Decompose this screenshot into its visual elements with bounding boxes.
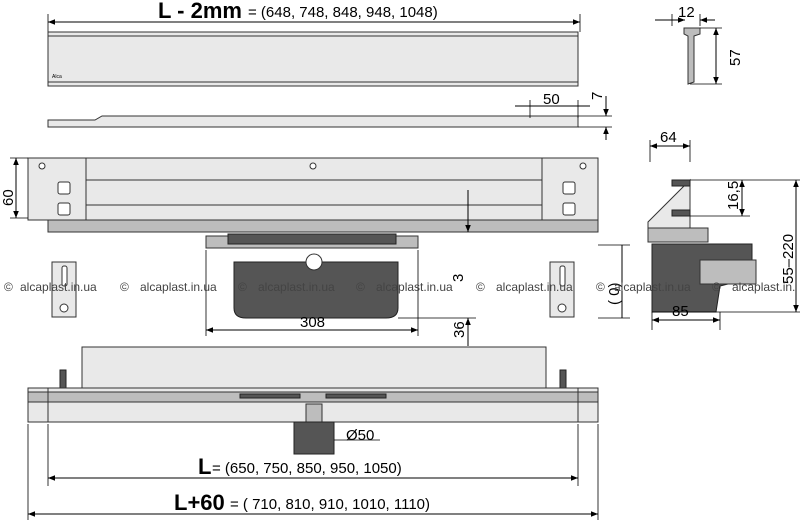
watermark-text-7: alcaplast.in. <box>732 280 795 294</box>
right-bracket <box>549 261 575 318</box>
dimension-57: 57 <box>727 49 744 66</box>
watermark-text-6: alcaplast.in.ua <box>614 280 691 294</box>
small-profile-section <box>655 14 722 85</box>
dimension-60: 60 <box>0 189 17 206</box>
watermark-row: © alcaplast.in.ua © alcaplast.in.ua © al… <box>4 280 795 294</box>
watermark-copyright-1: © <box>4 280 13 294</box>
cross-section <box>647 140 800 330</box>
dimension-55-220: 55–220 <box>780 234 797 284</box>
channel-body <box>27 157 599 233</box>
watermark-copyright-3: © <box>238 280 247 294</box>
bottom-length-label: L <box>198 454 211 479</box>
dimension-36: 36 <box>451 321 468 338</box>
top-cover-plate: Alca <box>47 14 581 87</box>
watermark-text-2: alcaplast.in.ua <box>140 280 217 294</box>
dimension-3: 3 <box>450 274 467 282</box>
watermark-copyright-4: © <box>356 280 365 294</box>
bottom-assembly <box>27 346 599 455</box>
siphon-body <box>205 233 419 319</box>
outlet-diameter: Ø50 <box>346 427 374 444</box>
top-length-label: L - 2mm <box>158 0 242 23</box>
dimension-0: ( 0) <box>606 282 623 305</box>
watermark-text-1: alcaplast.in.ua <box>20 280 97 294</box>
watermark-text-3: alcaplast.in.ua <box>258 280 335 294</box>
brand-logo: Alca <box>52 74 62 80</box>
watermark-text-4: alcaplast.in.ua <box>376 280 453 294</box>
cover-plate-front <box>47 31 579 87</box>
watermark-copyright-6: © <box>596 280 605 294</box>
watermark-copyright-7: © <box>712 280 721 294</box>
watermark-text-5: alcaplast.in.ua <box>496 280 573 294</box>
watermark-copyright-2: © <box>120 280 129 294</box>
dimension-64: 64 <box>660 129 677 146</box>
dimension-7: 7 <box>589 92 606 100</box>
dimension-50: 50 <box>543 91 560 108</box>
total-length-label: L+60 <box>174 490 225 515</box>
dimension-308: 308 <box>300 314 325 331</box>
top-length-values: = (648, 748, 848, 948, 1048) <box>248 4 438 21</box>
bottom-length-values: = (650, 750, 850, 950, 1050) <box>212 460 402 477</box>
total-length-values: = ( 710, 810, 910, 1010, 1110) <box>230 496 430 513</box>
dimension-85: 85 <box>672 303 689 320</box>
dimension-16-5: 16,5 <box>725 181 742 210</box>
cover-plate-side-profile <box>47 96 612 140</box>
left-bracket <box>51 261 77 318</box>
dimension-12: 12 <box>678 4 695 21</box>
watermark-copyright-5: © <box>476 280 485 294</box>
